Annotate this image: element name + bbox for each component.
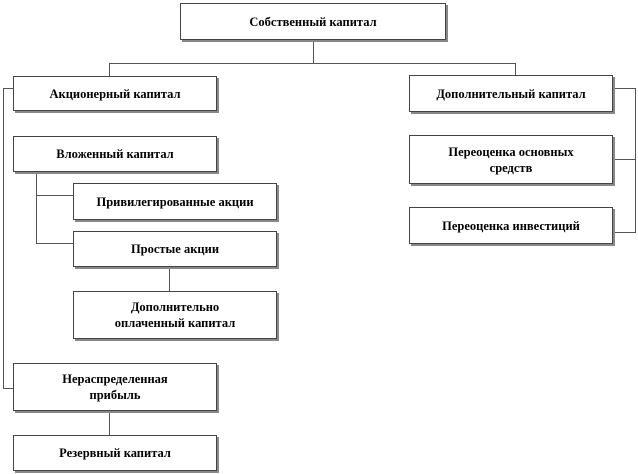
connector bbox=[515, 63, 516, 75]
node-common-shares: Простые акции bbox=[73, 231, 277, 267]
node-fixed-assets-revaluation: Переоценка основных средств bbox=[409, 135, 613, 184]
connector bbox=[169, 267, 170, 291]
connector bbox=[313, 40, 314, 63]
connector bbox=[36, 172, 37, 244]
node-preferred-shares: Привилегированные акции bbox=[73, 183, 277, 220]
connector bbox=[109, 411, 110, 435]
connector bbox=[613, 159, 635, 160]
connector bbox=[3, 88, 4, 389]
node-equity: Собственный капитал bbox=[180, 3, 446, 40]
node-reserve-capital: Резервный капитал bbox=[13, 435, 217, 471]
node-retained-earnings: Нераспределенная прибыль bbox=[13, 363, 217, 411]
connector bbox=[635, 88, 636, 233]
connector bbox=[109, 63, 516, 64]
node-share-capital: Акционерный капитал bbox=[13, 76, 217, 111]
connector bbox=[36, 243, 73, 244]
connector bbox=[36, 195, 73, 196]
connector bbox=[109, 63, 110, 76]
connector bbox=[3, 88, 13, 89]
connector bbox=[3, 388, 13, 389]
connector bbox=[613, 232, 635, 233]
node-additional-capital: Дополнительный капитал bbox=[409, 75, 613, 112]
node-invested-capital: Вложенный капитал bbox=[13, 136, 217, 172]
node-investment-revaluation: Переоценка инвестиций bbox=[409, 207, 613, 244]
connector bbox=[613, 88, 635, 89]
node-additional-paid-in: Дополнительно оплаченный капитал bbox=[73, 291, 277, 339]
